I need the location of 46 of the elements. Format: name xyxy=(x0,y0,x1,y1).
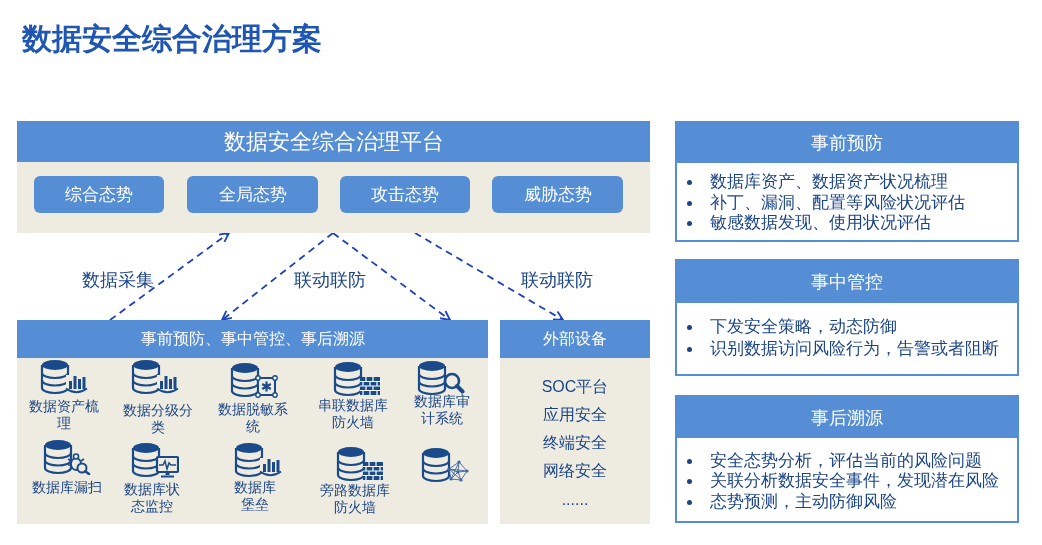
panel xyxy=(675,121,1019,242)
edge-label: 数据采集 xyxy=(82,269,154,291)
node-label: 数据脱敏系统 xyxy=(217,401,289,435)
panel-header: 事中管控 xyxy=(677,261,1017,303)
rounded-box: 全局态势 xyxy=(187,176,318,213)
node-label: 数据库漏扫 xyxy=(31,479,103,496)
dashed-arrow xyxy=(221,232,334,321)
list-item: 数据库资产、数据资产状况梳理 xyxy=(710,172,948,192)
list-item: 下发安全策略，动态防御 xyxy=(710,317,897,337)
edge-label: 联动联防 xyxy=(521,269,593,291)
node-label: 数据库审计系统 xyxy=(413,393,471,427)
rounded-box: 综合态势 xyxy=(34,176,164,213)
node-label: 旁路数据库防火墙 xyxy=(319,482,391,516)
panel-header: 数据安全综合治理平台 xyxy=(17,121,650,162)
dashed-arrow xyxy=(332,232,451,321)
list-item: 应用安全 xyxy=(543,405,607,425)
title: 数据安全综合治理方案 xyxy=(22,21,322,57)
panel xyxy=(500,320,650,524)
list-item: SOC平台 xyxy=(541,377,609,397)
node-label: 数据分级分类 xyxy=(122,402,194,436)
list-item: 终端安全 xyxy=(543,433,607,453)
node-label: 串联数据库防火墙 xyxy=(317,397,389,431)
list-item: 安全态势分析，评估当前的风险问题 xyxy=(710,451,982,471)
rounded-box: 攻击态势 xyxy=(340,176,470,213)
panel-header: 事后溯源 xyxy=(677,397,1017,438)
list-item: 网络安全 xyxy=(543,461,607,481)
node-label: 数据库堡垒 xyxy=(233,479,277,513)
list-item: 敏感数据发现、使用状况评估 xyxy=(710,213,931,233)
list-item: 态势预测，主动防御风险 xyxy=(710,492,897,512)
panel-header: 事前预防 xyxy=(677,123,1017,163)
dashed-arrow xyxy=(414,232,564,321)
panel xyxy=(675,259,1019,376)
node-label: 数据库状态监控 xyxy=(123,481,181,515)
panel xyxy=(675,395,1019,523)
rounded-box: 威胁态势 xyxy=(492,176,623,213)
edge-label: 联动联防 xyxy=(294,269,366,291)
panel xyxy=(17,320,488,524)
list-item: 关联分析数据安全事件，发现潜在风险 xyxy=(710,471,999,491)
panel-header: 事前预防、事中管控、事后溯源 xyxy=(17,320,488,358)
list-item: 识别数据访问风险行为，告警或者阻断 xyxy=(710,339,999,359)
panel-header: 外部设备 xyxy=(500,320,650,358)
node-label: 数据资产梳理 xyxy=(28,398,100,432)
list-item: 补丁、漏洞、配置等风险状况评估 xyxy=(710,193,965,213)
panel xyxy=(17,121,650,233)
dashed-arrow xyxy=(109,232,230,321)
list-item: ...... xyxy=(561,490,589,510)
